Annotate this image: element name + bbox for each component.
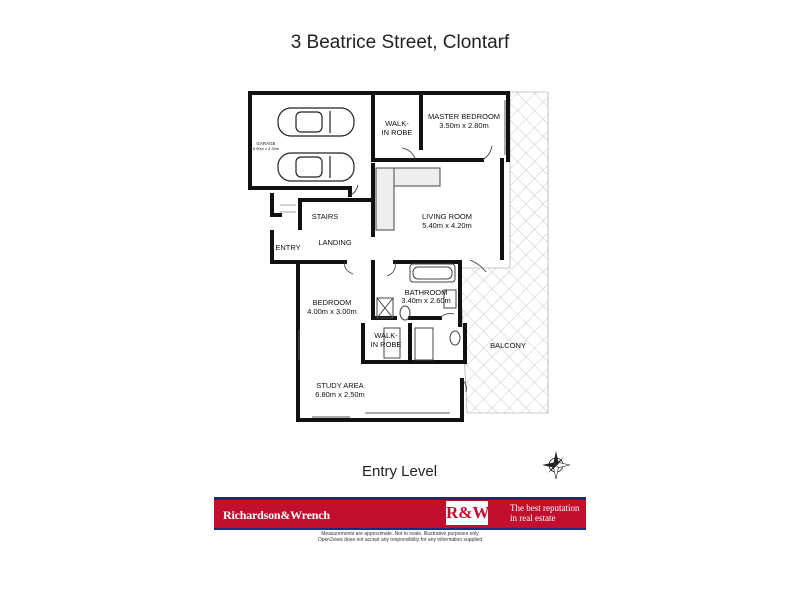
living-room-size: 5.40m x 4.20m: [422, 221, 472, 230]
walk-in-robe-2-label-2: IN ROBE: [371, 340, 402, 349]
tagline-line-1: The best reputation: [510, 503, 580, 513]
bedroom-label: BEDROOM: [313, 298, 352, 307]
stairs-label: STAIRS: [312, 212, 339, 221]
bathroom-label: BATHROOM: [405, 288, 448, 297]
banner-top-rule: [214, 497, 586, 500]
door-swings: [344, 145, 493, 393]
stairs-treads: [280, 204, 296, 213]
bedroom-size: 4.00m x 3.00m: [307, 307, 357, 316]
agency-tagline: The best reputation in real estate: [510, 503, 579, 523]
agency-banner: Richardson&Wrench R&W The best reputatio…: [214, 497, 586, 530]
walk-in-robe-2-label: WALK-: [374, 331, 398, 340]
windows: [298, 100, 506, 418]
balcony-area: [459, 91, 549, 414]
car-icon: [277, 152, 355, 182]
balcony-label: BALCONY: [490, 341, 526, 350]
study-area-size: 6.80m x 2.50m: [315, 390, 365, 399]
tagline-line-2: in real estate: [510, 513, 556, 523]
walk-in-robe-1-label: WALK-: [385, 119, 409, 128]
brand-name: Richardson&Wrench: [223, 508, 330, 522]
compass-rose-icon: [542, 451, 571, 480]
study-area-label: STUDY AREA: [316, 381, 363, 390]
disclaimer-line-2: Open2view does not accept any responsibi…: [317, 537, 483, 543]
agency-logo: R&W: [446, 501, 489, 525]
sofa-icon: [375, 167, 441, 231]
bathtub-icon: [409, 263, 456, 283]
level-label: Entry Level: [362, 463, 438, 480]
master-bedroom-label: MASTER BEDROOM: [428, 112, 500, 121]
living-room-label: LIVING ROOM: [422, 212, 472, 221]
garage-size: 5.90m x 4.20m: [253, 146, 280, 151]
banner-bottom-rule: [214, 528, 586, 530]
disclaimer: Measurements are approximate. Not to sca…: [0, 531, 800, 543]
master-bedroom-size: 3.50m x 2.80m: [439, 121, 489, 130]
disclaimer-line-1: Measurements are approximate. Not to sca…: [321, 531, 479, 537]
entry-label: ENTRY: [275, 243, 300, 252]
bathroom-fixtures: [376, 289, 461, 361]
garage-label: GARAGE: [256, 141, 275, 146]
landing-label: LANDING: [318, 238, 352, 247]
bathroom-size: 3.40m x 2.60m: [401, 296, 451, 305]
car-icon: [277, 107, 355, 137]
walk-in-robe-1-label-2: IN ROBE: [382, 128, 413, 137]
plan-title: 3 Beatrice Street, Clontarf: [290, 32, 510, 53]
walls: [248, 91, 510, 422]
